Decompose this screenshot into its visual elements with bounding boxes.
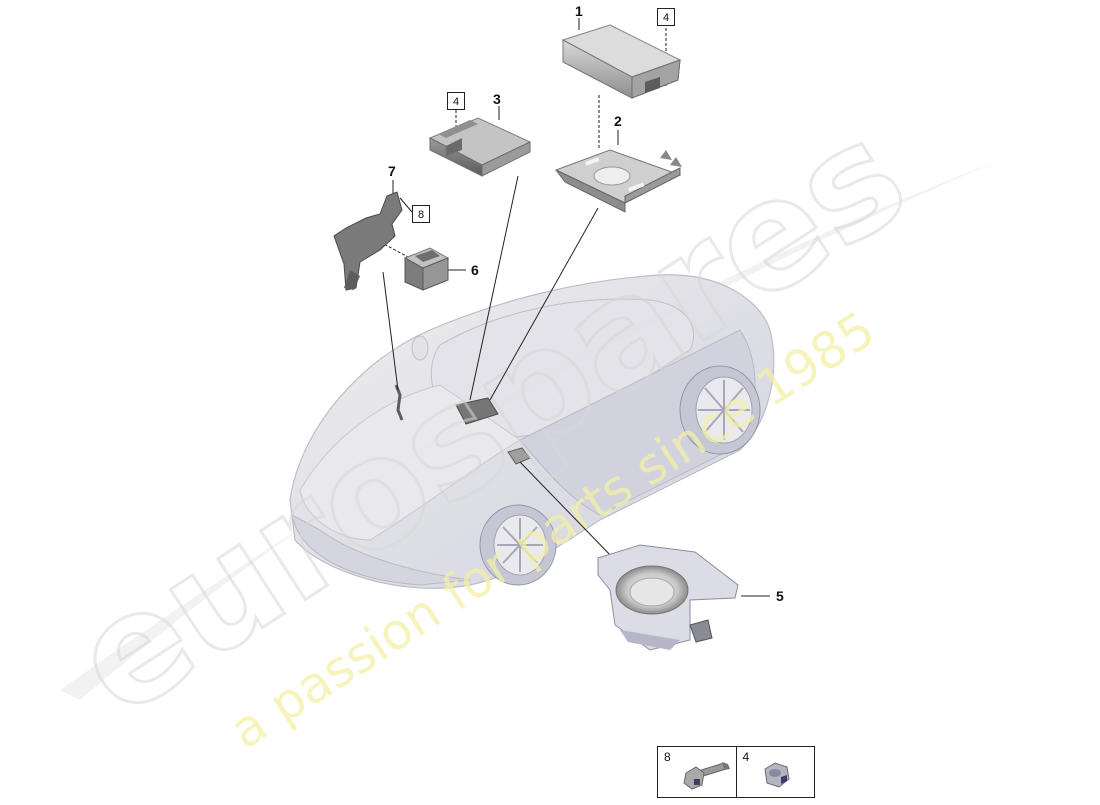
boxed-ref-4-top[interactable]: 4 [657,8,675,26]
callout-2[interactable]: 2 [614,113,622,129]
hex-nut-icon [763,762,790,788]
bolt-icon [683,762,730,790]
fastener-legend: 8 4 [657,746,815,798]
rear-wheel [679,365,761,455]
part-1-amplifier[interactable] [561,24,682,99]
watermark-brand: eurospares [45,88,935,750]
legend-label-4: 4 [742,750,750,764]
installed-control-unit [455,397,499,425]
callout-5[interactable]: 5 [776,588,784,604]
part-6-module[interactable] [403,247,450,291]
callout-6[interactable]: 6 [471,262,479,278]
front-wheel [479,504,557,586]
callout-3[interactable]: 3 [493,91,501,107]
callout-7[interactable]: 7 [388,163,396,179]
car-ghost-illustration [289,274,775,589]
watermark: eurospares a passion for parts since 198… [43,86,936,760]
boxed-ref-8[interactable]: 8 [412,205,430,223]
legend-cell-nut[interactable]: 4 [737,747,815,797]
part-2-mounting-plate[interactable] [554,149,682,213]
legend-cell-bolt[interactable]: 8 [658,747,737,797]
part-3-control-unit[interactable] [428,117,532,177]
legend-label-8: 8 [664,750,671,764]
part-7-bracket[interactable] [333,191,403,291]
boxed-ref-4-left[interactable]: 4 [447,92,465,110]
part-5-loudspeaker[interactable] [597,544,739,651]
callout-1[interactable]: 1 [575,3,583,19]
installed-speaker-mount [507,447,531,465]
